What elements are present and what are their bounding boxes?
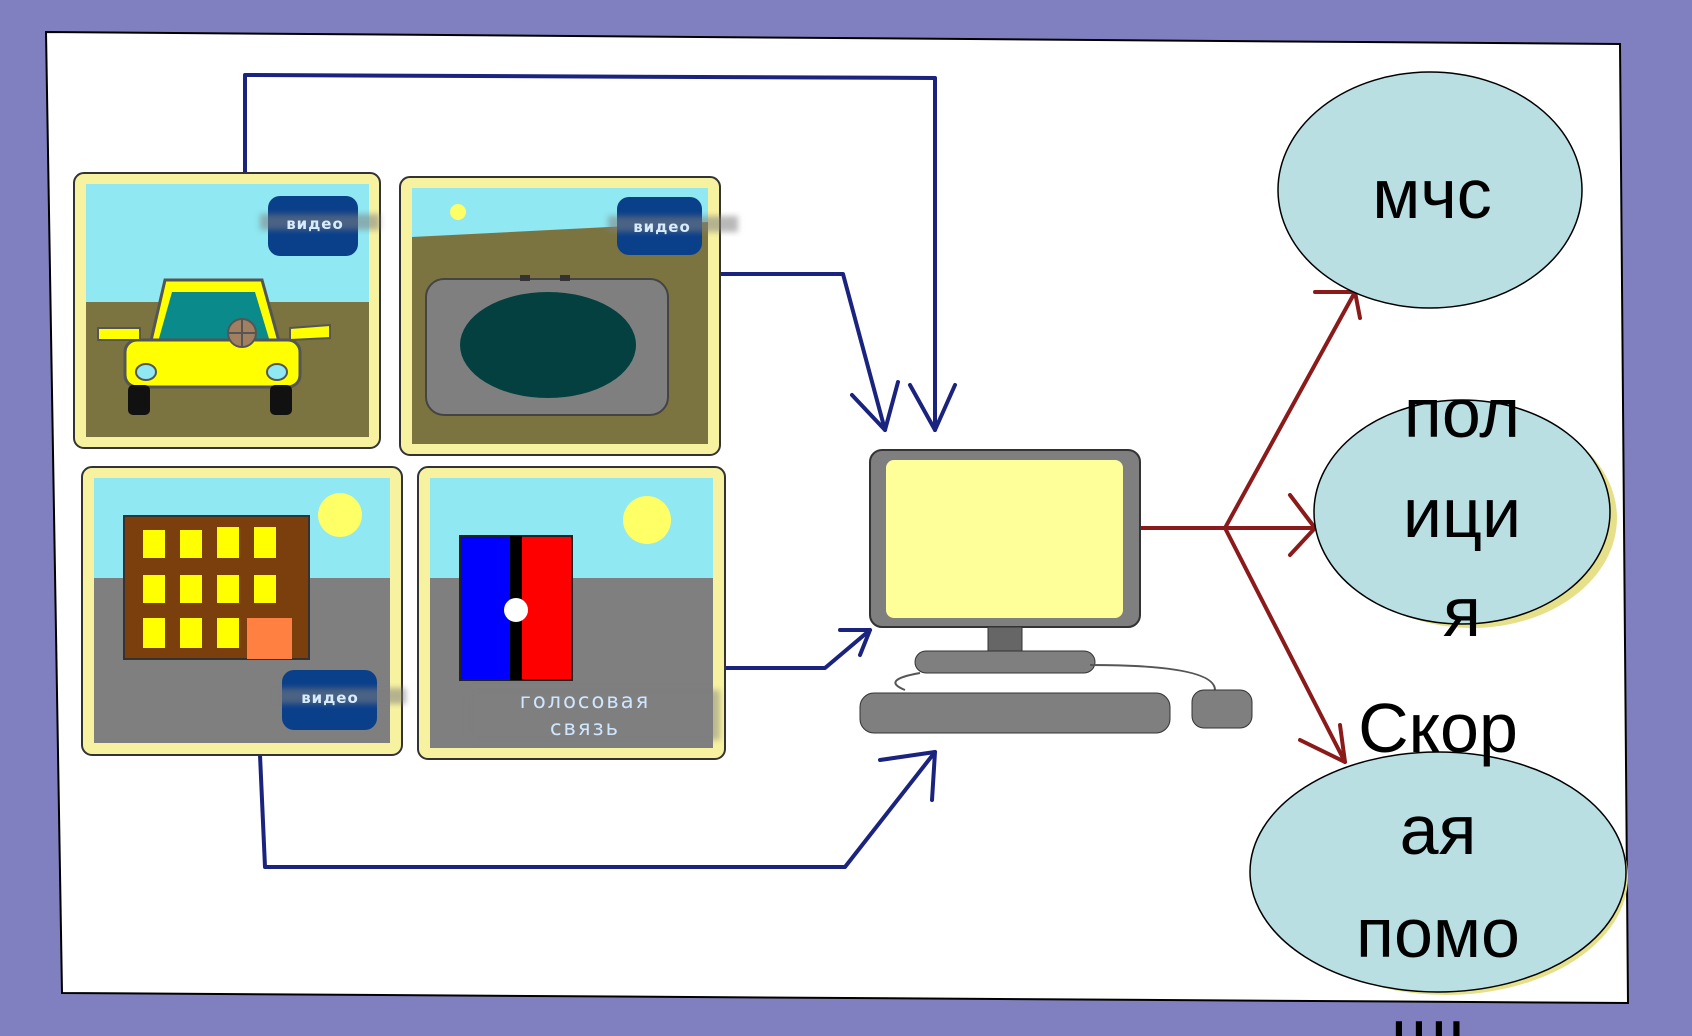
service-police-line1: пол [1404,374,1520,452]
arrowhead-voice [838,628,872,657]
camera-panel-car: видео [73,172,381,449]
video-badge-car-label: видео [286,215,344,233]
service-ambulance-line3: помо [1356,894,1520,972]
computer-icon [859,449,1253,734]
camera-panel-manhole: видео [399,176,738,456]
service-mchs-label: мчс [1372,155,1492,233]
camera-panel-voice: голосовая связь [417,466,726,760]
arrow-to-mchs [1223,290,1357,530]
video-badge-building-label: видео [301,689,359,707]
service-ambulance-line4: щь [1391,995,1485,1036]
service-police-line2: ици [1403,474,1521,552]
service-police-line3: я [1443,573,1481,651]
manhole-icon [425,275,669,416]
car-icon [97,278,331,415]
service-police: пол ици я [1313,374,1617,651]
arrowhead-building [878,750,937,802]
intercom-icon [459,535,573,681]
arrowhead-ambulance [1298,723,1347,764]
arrowhead-car [908,383,957,432]
building-icon [123,515,310,660]
arrow-car-to-computer [243,73,937,432]
service-ambulance-line1: Скор [1358,689,1518,767]
video-badge-building: видео [276,670,406,730]
service-mchs: мчс [1277,71,1583,309]
output-arrows [1138,290,1362,764]
arrow-manhole-to-computer [716,272,887,432]
service-ambulance-line2: ая [1400,791,1477,869]
arrow-voice-to-computer [723,628,872,670]
camera-panel-building: видео [81,466,406,756]
arrow-to-ambulance [1223,526,1347,764]
arrowhead-manhole [850,380,900,432]
voice-label-line1: голосовая [520,689,650,713]
input-arrows [243,73,957,869]
voice-label-line2: связь [550,716,620,740]
video-badge-manhole: видео [608,197,738,255]
service-ambulance: Скор ая помо щь [1249,689,1628,1036]
video-badge-manhole-label: видео [633,218,691,236]
video-badge-car: видео [260,196,380,256]
arrow-building-to-computer [258,750,937,869]
